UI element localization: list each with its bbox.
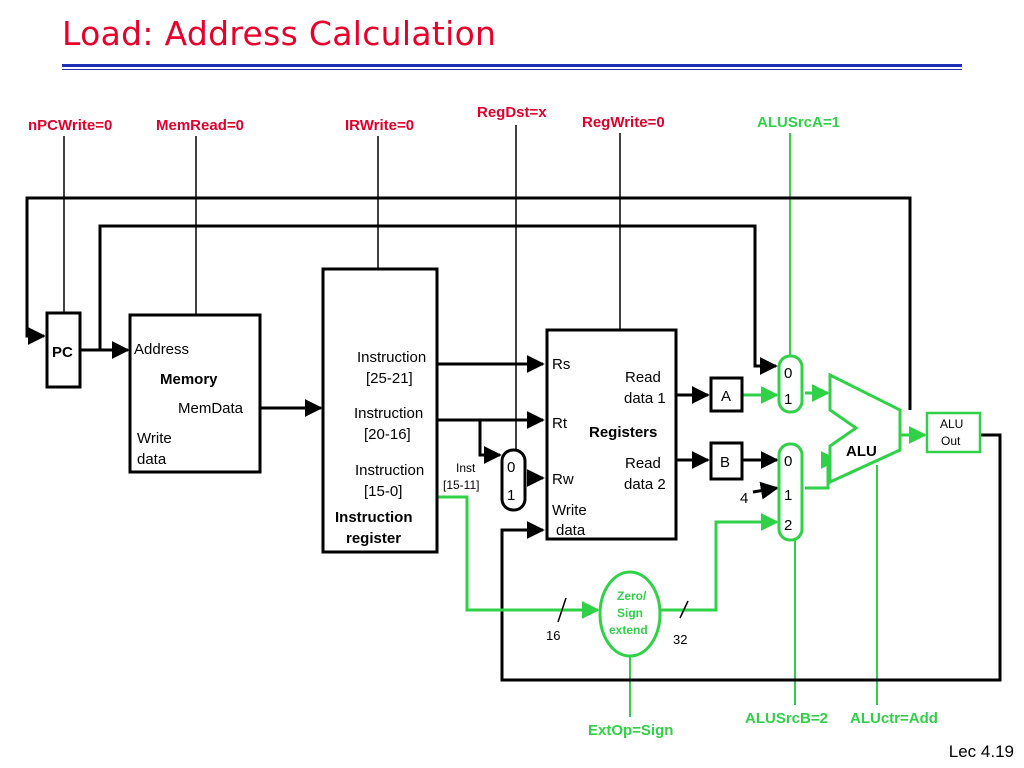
register-rs-port: Rs [552,356,570,373]
memory-write-port: Write [137,430,172,447]
register-file-block [545,328,678,541]
ir-name-line2: register [346,530,401,547]
alusrca-mux [777,354,804,414]
regdst-mux-input-0: 0 [507,459,515,476]
irwrite-signal-label: IRWrite=0 [345,117,414,134]
b-register [709,441,744,481]
memread-signal-label: MemRead=0 [156,117,244,134]
register-write-port-line1: Write [552,502,587,519]
extend-label-line2: Sign [617,606,643,620]
register-rw-port: Rw [552,471,574,488]
alusrcb-mux-input-0: 0 [784,453,792,470]
ir-field-rt-line1: Instruction [354,405,423,422]
title-rule [62,64,962,67]
register-read1-line2: data 1 [624,390,666,407]
a-register-label: A [721,388,731,405]
pc-label: PC [52,344,73,361]
ir-field-imm-line2: [15-0] [364,483,402,500]
ir-field-rs-line2: [25-21] [366,370,413,387]
aluout-label-line1: ALU [940,417,963,431]
alu-label: ALU [846,443,877,460]
ir-name-line1: Instruction [335,509,413,526]
regdst-mux-input-1: 1 [507,487,515,504]
alu-unit [828,372,902,485]
alusrcb-mux-input-2: 2 [784,517,792,534]
extop-signal-label: ExtOp=Sign [588,722,673,739]
slide-footer: Lec 4.19 [948,742,1014,761]
b-register-label: B [720,454,730,471]
pc-register [45,311,82,389]
extend-input-width: 16 [546,628,560,643]
register-read2-line2: data 2 [624,476,666,493]
ir-field-rt-line2: [20-16] [364,426,411,443]
alusrca-mux-input-1: 1 [784,391,792,408]
alusrca-signal-label: ALUSrcA=1 [757,114,840,131]
bus-width-marks [557,597,689,623]
alusrcb-mux [777,442,804,542]
alusrcb-signal-label: ALUSrcB=2 [745,710,828,727]
instruction-register-block [321,267,439,554]
extend-label-line1: Zero/ [617,589,647,603]
aluout-register [925,411,982,454]
memory-memdata-port: MemData [178,400,244,417]
ir-field-imm-line1: Instruction [355,462,424,479]
aluctr-signal-label: ALUctr=Add [850,710,938,727]
regdst-signal-label: RegDst=x [477,104,547,121]
ir-field-rs-line1: Instruction [357,349,426,366]
npcwrite-signal-label: nPCWrite=0 [28,117,112,134]
memory-address-port: Address [134,341,189,358]
black-wires [25,196,1002,682]
inst-rd-label-line1: Inst [456,461,476,475]
alusrca-mux-input-0: 0 [784,365,792,382]
register-rt-port: Rt [552,415,568,432]
memory-block [128,313,262,474]
title-rule-thin [62,69,962,70]
sign-extend-unit [598,570,662,658]
a-register [709,376,744,413]
slide-title: Load: Address Calculation [62,14,497,53]
extend-output-width: 32 [673,632,687,647]
regdst-mux [500,448,527,512]
memory-data-port: data [137,451,167,468]
extend-label-line3: extend [609,623,648,637]
alusrcb-mux-input-1: 1 [784,487,792,504]
constant-four-label: 4 [740,490,748,507]
register-file-name: Registers [589,424,657,441]
memory-name: Memory [160,371,218,388]
inst-rd-label-line2: [15-11] [443,478,479,492]
register-read2-line1: Read [625,455,661,472]
register-read1-line1: Read [625,369,661,386]
aluout-label-line2: Out [941,434,961,448]
regwrite-signal-label: RegWrite=0 [582,114,665,131]
register-write-port-line2: data [556,522,586,539]
